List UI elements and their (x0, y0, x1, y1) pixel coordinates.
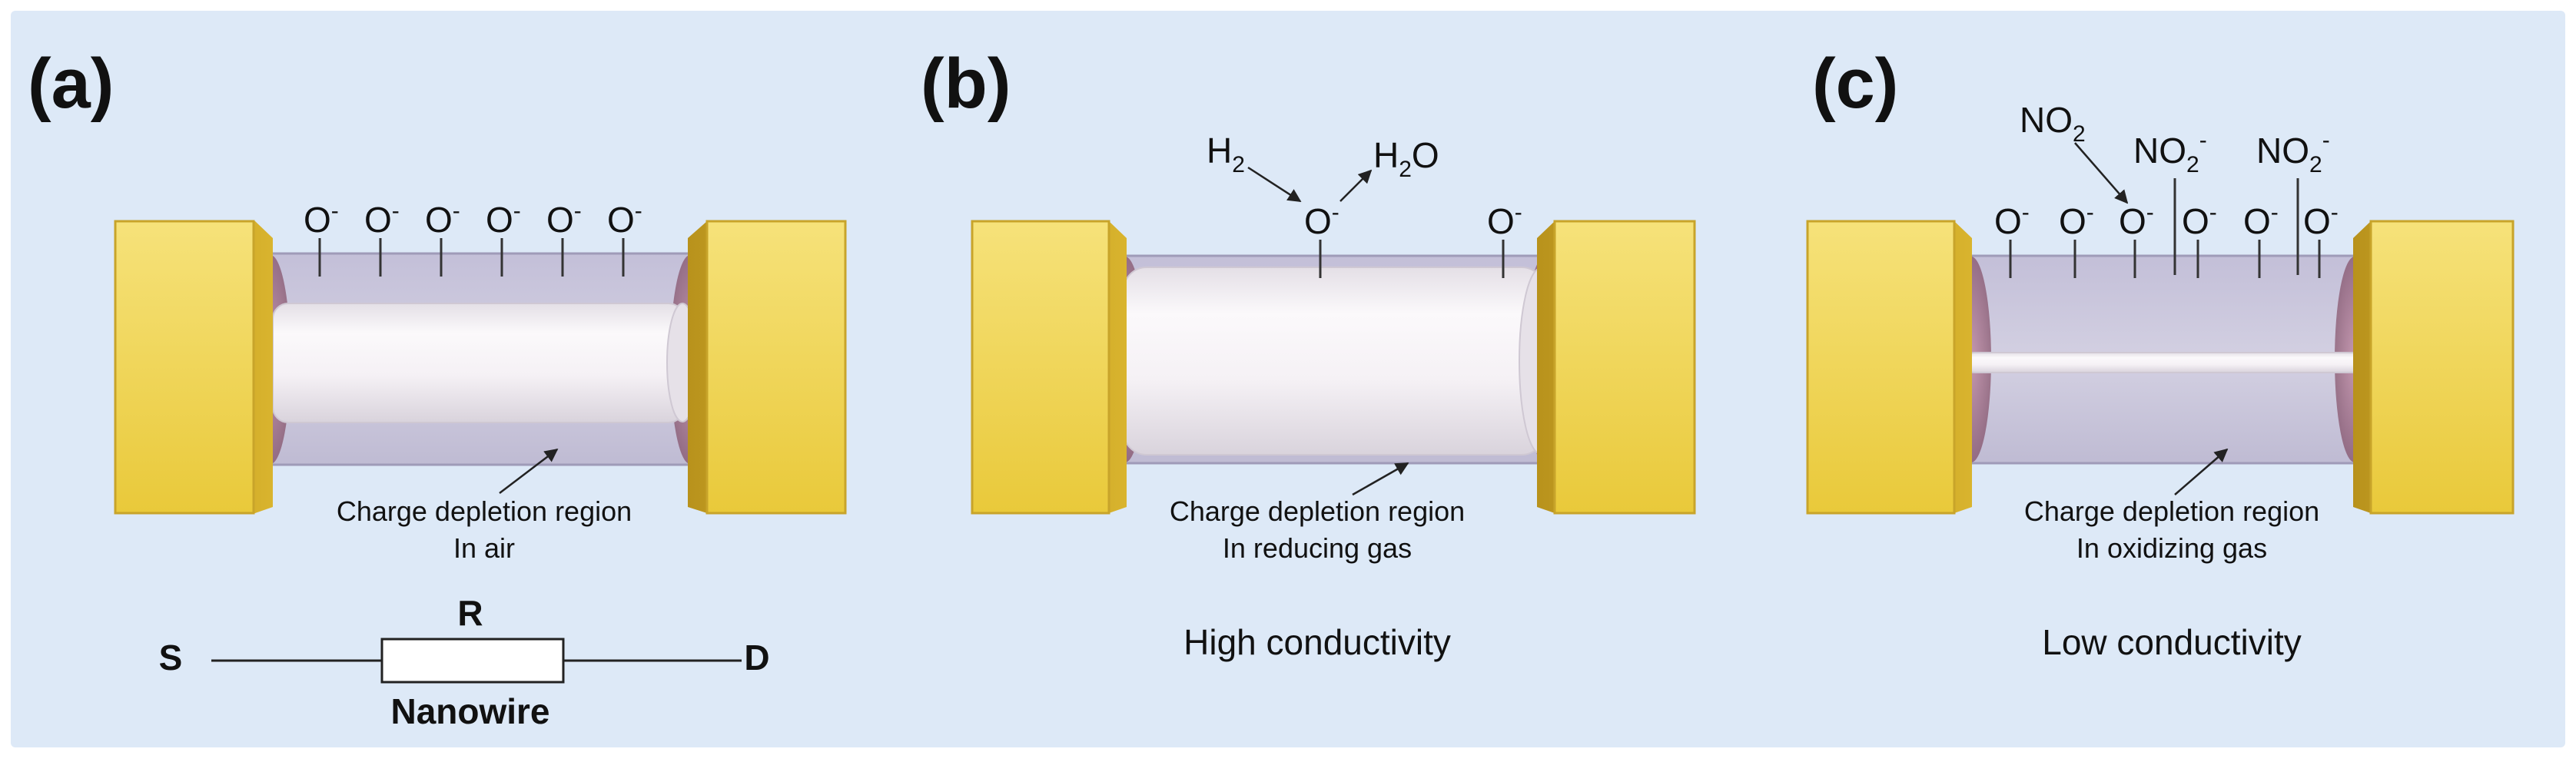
circuit-resistor (380, 638, 565, 684)
panel-a-nanowire (272, 303, 685, 423)
panel-b-region-condition: In reducing gas (1223, 532, 1412, 564)
panel-b-gas-in-arrow (1247, 166, 1302, 203)
panel-c-adsorbed-ion: NO2- (2256, 128, 2330, 177)
panel-c-gas-arrow (2074, 142, 2129, 204)
panel-c-region-condition: In oxidizing gas (2076, 532, 2267, 564)
panel-a-label: (a) (28, 45, 114, 123)
panel-c-region-label: Charge depletion region (2024, 495, 2319, 527)
panel-b-nanowire (1123, 267, 1545, 456)
panel-b-electrode-left (971, 220, 1127, 515)
panel-b-gas-out-arrow (1339, 169, 1373, 202)
panel-a-ion: O- (364, 198, 400, 240)
panel-c-ion: O- (2303, 200, 2339, 241)
panel-c-electrode-left (1806, 220, 1972, 515)
panel-c-ion: O- (2243, 200, 2279, 241)
panel-b-reducing-gas: H2 (1207, 131, 1245, 177)
circuit-resistor-label: R (457, 593, 483, 633)
panel-b-electrode-right (1537, 220, 1696, 515)
panel-b: (b) O- O- H2 H2O Charge depletion region (921, 45, 1696, 662)
panel-b-label: (b) (921, 45, 1011, 123)
panel-c-ion-reacting: O- (2119, 200, 2154, 241)
panel-c: (c) O- O- O- O- O- O- (1806, 45, 2515, 662)
circuit-component-label: Nanowire (390, 691, 549, 731)
panel-a-region-pointer (499, 448, 559, 494)
panel-c-ions: O- O- O- O- O- O- (1994, 200, 2339, 278)
panel-a-region-label: Charge depletion region (337, 495, 632, 527)
panel-c-ion: O- (2059, 200, 2094, 241)
panel-a-ion: O- (304, 198, 339, 240)
panel-c-adsorbed-ion: NO2- (2133, 128, 2207, 177)
panel-a-ion: O- (425, 198, 460, 240)
panel-a-ion: O- (546, 198, 582, 240)
panel-a-electrode-left (114, 220, 273, 515)
circuit-source-label: S (159, 638, 183, 678)
panel-c-ion: O- (2182, 200, 2217, 241)
panel-c-electrode-right (2353, 220, 2515, 515)
panel-b-region-pointer (1352, 462, 1409, 496)
panel-a-ion: O- (607, 198, 642, 240)
panel-c-label: (c) (1812, 45, 1898, 123)
panel-b-ion: O- (1487, 200, 1522, 241)
panel-a: (a) O- O- O- O- O (28, 45, 847, 731)
panel-c-nanowire (1964, 352, 2380, 373)
circuit-schematic: S D R Nanowire (159, 593, 770, 731)
panel-c-region-pointer (2174, 448, 2229, 495)
panel-b-ion-reacting: O- (1304, 200, 1339, 241)
circuit-drain-label: D (744, 638, 769, 678)
panel-c-ion: O- (1994, 200, 2030, 241)
panel-b-product-gas: H2O (1373, 135, 1439, 182)
panel-a-ion: O- (486, 198, 521, 240)
panel-b-ions: O- O- (1304, 200, 1522, 278)
panel-a-region-condition: In air (453, 532, 515, 564)
panel-b-region-label: Charge depletion region (1170, 495, 1465, 527)
panel-a-ions: O- O- O- O- O- O- (304, 198, 642, 277)
panel-c-oxidizing-gas: NO2 (2020, 100, 2086, 147)
panel-c-caption: Low conductivity (2042, 622, 2302, 662)
panel-a-electrode-right (688, 220, 847, 515)
panel-b-caption: High conductivity (1183, 622, 1451, 662)
